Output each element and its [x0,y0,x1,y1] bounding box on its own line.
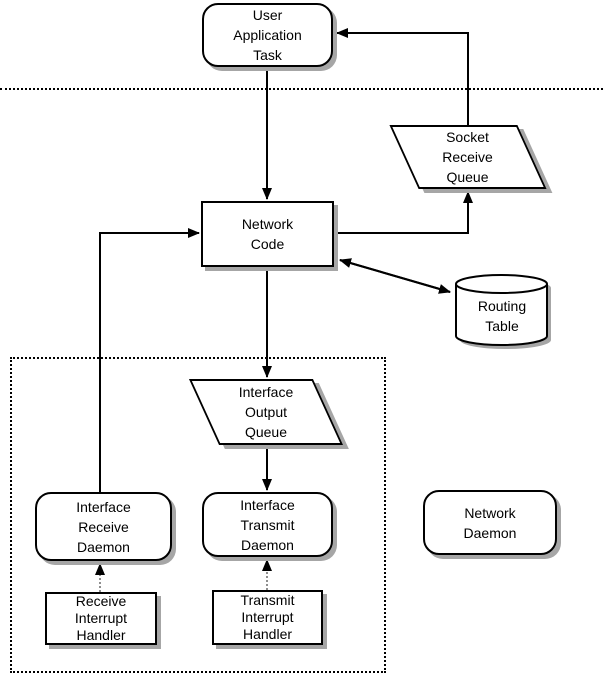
node-label-line: Routing [477,298,527,314]
node-label-line: Handler [76,627,126,643]
node-label-line: Network [241,216,294,232]
node-label-line: Task [253,47,282,63]
node-label-line: Interface [238,384,294,400]
node-label-line: Application [233,27,302,43]
node-label-line: Code [250,236,285,252]
node-interface-transmit-daemon: Interface Transmit Daemon [202,492,333,557]
node-label-line: Table [485,318,519,334]
node-label-line: Queue [244,424,288,440]
node-label-line: Socket [446,129,489,145]
node-label-line: User [252,7,283,23]
socket-receive-queue-label: Socket Receive Queue [389,125,546,189]
node-receive-interrupt-handler: Receive Interrupt Handler [45,592,157,645]
node-label-line: Daemon [77,538,130,555]
node-label-line: Receive [78,518,129,535]
node-label-line: Interface [76,498,131,515]
cylinder-top [455,274,548,294]
node-interface-receive-daemon: Interface Receive Daemon [35,492,172,561]
node-label-line: Transmit [240,592,295,608]
node-label-line: Receive [442,149,493,165]
arrow-receive-daemon-to-network-code [99,228,200,492]
node-label-line: Transmit [240,516,295,533]
node-transmit-interrupt-handler: Transmit Interrupt Handler [212,590,323,645]
node-socket-receive-queue: Socket Receive Queue [389,125,547,189]
driver-region-dotted-border [10,357,386,673]
node-routing-table: Routing Table [452,274,552,350]
node-label-line: Interrupt [241,609,294,625]
routing-table-label: Routing Table [452,274,552,350]
node-label-line: Interrupt [74,610,128,626]
interface-output-queue-label: Interface Output Queue [189,379,343,445]
arrow-socket-queue-to-user-app [336,28,469,125]
node-network-code: Network Code [201,201,334,267]
node-network-daemon: Network Daemon [423,490,557,555]
node-label-line: Daemon [241,536,294,553]
node-user-application-task: User Application Task [202,3,333,67]
node-label-line: Interface [240,496,295,513]
node-label-line: Network [464,504,516,521]
node-label-line: Daemon [463,524,517,541]
node-label-line: Handler [242,626,293,642]
cylinder-body [455,284,548,346]
user-kernel-boundary-dotted-line [0,88,603,90]
arrow-network-code-to-socket-queue [334,191,473,234]
arrow-routing-table-to-network-code [339,258,451,293]
node-interface-output-queue: Interface Output Queue [188,379,344,445]
node-label-line: Queue [446,169,489,185]
routing-table-cylinder-shape [455,274,551,349]
node-label-line: Receive [75,593,127,609]
node-label-line: Output [244,404,288,420]
